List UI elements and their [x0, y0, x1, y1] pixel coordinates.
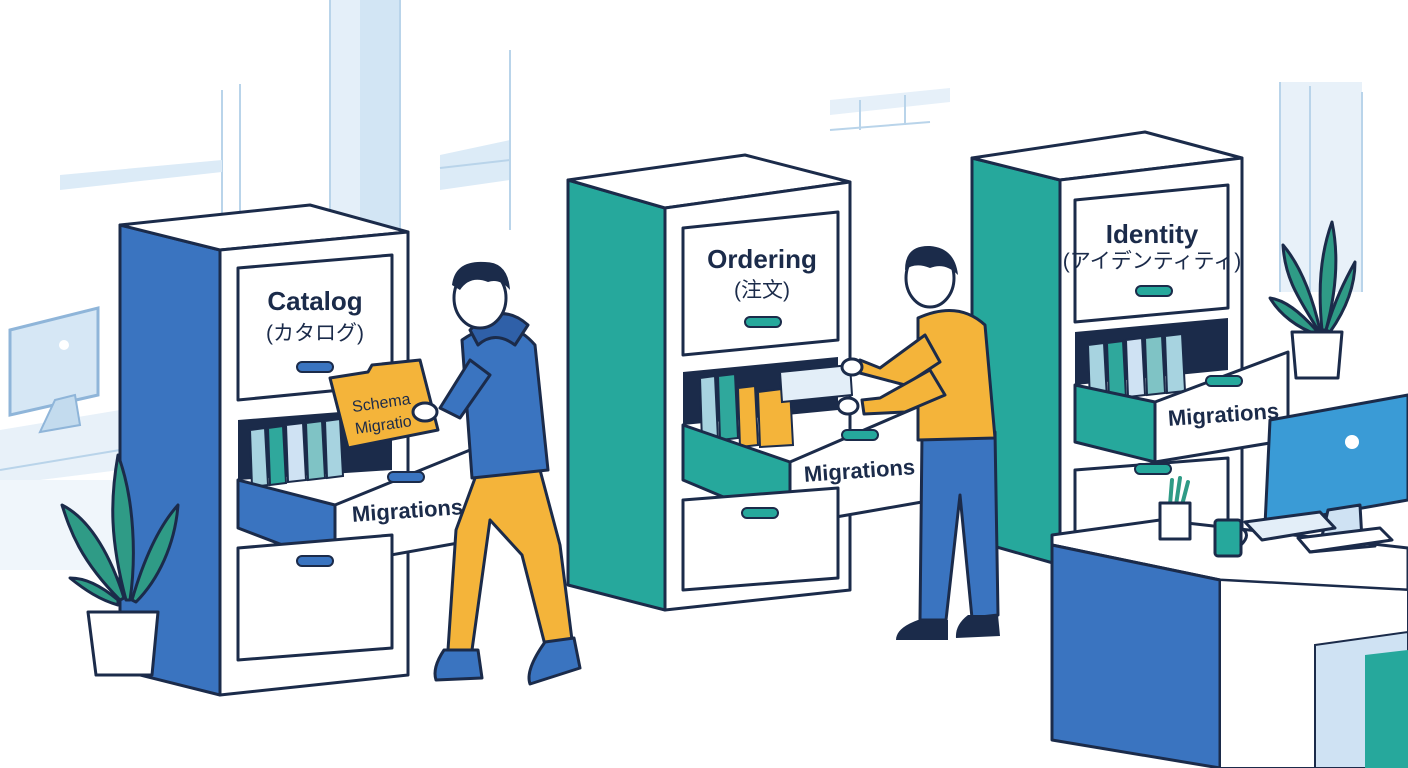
desk-monitor	[1263, 393, 1408, 554]
plant-pot-left	[60, 453, 180, 677]
catalog-drawer-handle[interactable]	[387, 471, 425, 483]
catalog-files	[248, 417, 345, 489]
ordering-bottom-handle	[741, 507, 779, 519]
catalog-bottom-handle	[296, 555, 334, 567]
coffee-mug	[1213, 518, 1248, 558]
identity-drawer-handle[interactable]	[1205, 375, 1243, 387]
ordering-title: Ordering	[707, 244, 817, 274]
plant-pot-right	[1268, 220, 1357, 380]
catalog-subtitle: (カタログ)	[266, 322, 364, 345]
identity-bottom-handle	[1134, 463, 1172, 475]
person-hand	[411, 401, 439, 423]
pen	[1308, 544, 1377, 554]
schema-migrations-folder[interactable]: Schema Migratio	[328, 358, 440, 450]
keyboard	[1243, 510, 1337, 542]
catalog-title: Catalog	[267, 286, 362, 316]
monitor-power-icon	[1345, 435, 1359, 449]
ordering-files	[698, 363, 854, 449]
catalog-top-handle	[296, 361, 334, 373]
person-filing	[836, 245, 1000, 640]
identity-cabinet: Identity (アイデンティティ) Migrations	[970, 130, 1290, 567]
catalog-cabinet: Catalog (カタログ) Migrations	[118, 203, 477, 697]
identity-subtitle: (アイデンティティ)	[1063, 250, 1241, 273]
ordering-subtitle: (注文)	[734, 279, 790, 302]
ordering-drawer-handle[interactable]	[841, 429, 879, 441]
identity-top-handle	[1135, 285, 1173, 297]
pencil-cup	[1158, 476, 1192, 541]
person-with-folder	[433, 261, 582, 686]
identity-title: Identity	[1106, 219, 1199, 249]
background-monitor	[8, 306, 100, 434]
ordering-cabinet: Ordering (注文) Migrations	[566, 153, 924, 612]
ordering-top-handle	[744, 316, 782, 328]
